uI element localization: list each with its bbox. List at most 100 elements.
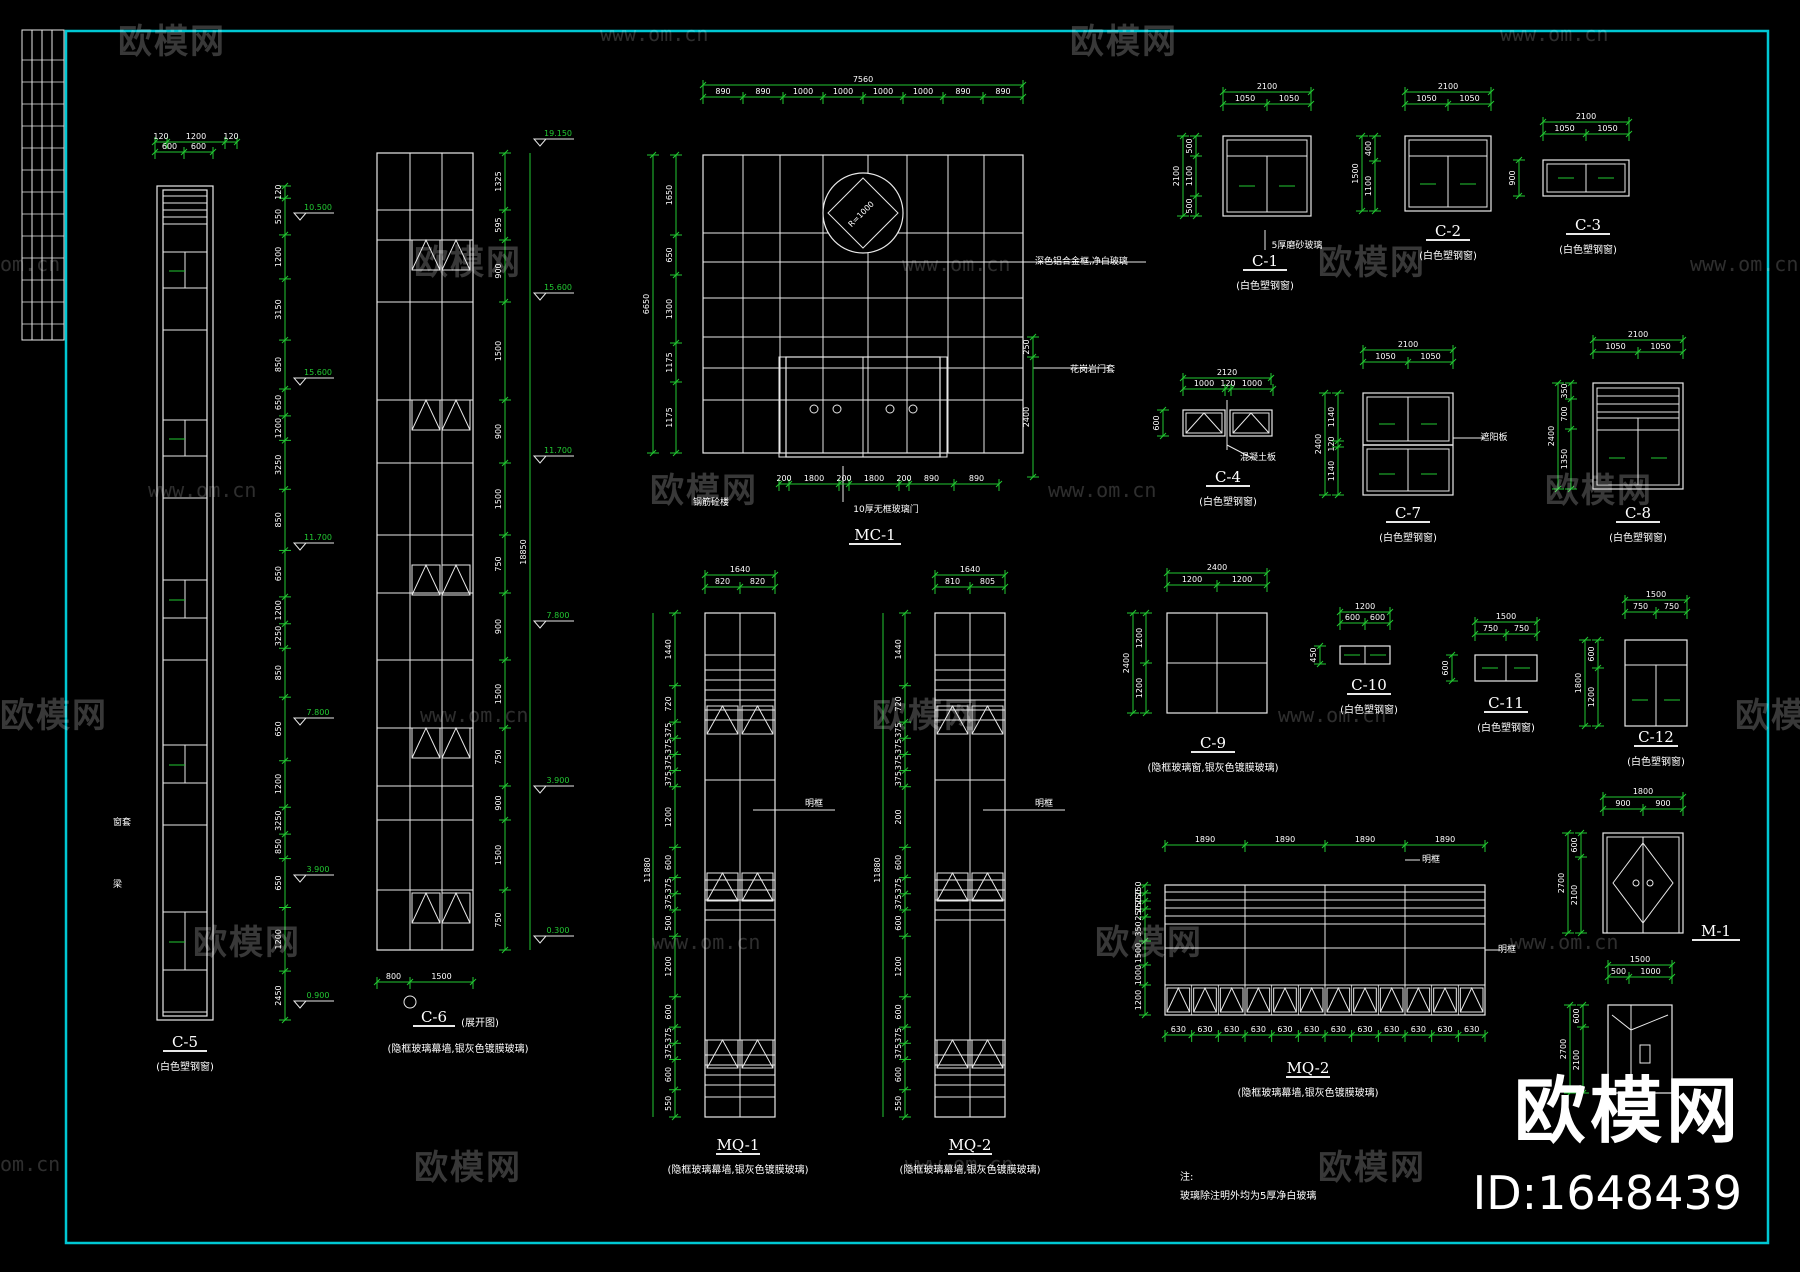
item-subtitle: (白色塑钢窗) xyxy=(1199,495,1257,508)
dimension-text: 3250 xyxy=(274,626,283,646)
dimension-text: 1000 xyxy=(913,87,933,96)
dimension-text: 1200 xyxy=(1355,602,1375,611)
dimension-text: 650 xyxy=(274,395,283,410)
dimension-text: 18850 xyxy=(519,539,528,564)
dimension-text: 375 xyxy=(894,878,903,893)
item-title: C-4 xyxy=(1215,468,1241,486)
dimension-text: 600 xyxy=(1441,660,1450,675)
dimension-text: 2700 xyxy=(1557,873,1566,893)
dimension-text: 120 xyxy=(274,184,283,199)
dimension-text: 800 xyxy=(386,972,401,981)
dimension-text: 1050 xyxy=(1650,342,1670,351)
item-subtitle: (白色塑钢窗) xyxy=(1340,703,1398,716)
dimension-text: 375 xyxy=(894,723,903,738)
dimension-text: 1000 xyxy=(873,87,893,96)
door-handle xyxy=(809,404,819,414)
dimension-text: 375 xyxy=(664,1044,673,1059)
drawing-rect xyxy=(1273,987,1297,1013)
dimension-layer xyxy=(151,80,1691,1121)
dimension-text: 2450 xyxy=(274,985,283,1005)
level-text: 19.150 xyxy=(544,129,572,138)
item-subtitle: (隐框玻璃幕墙,银灰色镀膜玻璃) xyxy=(668,1163,809,1176)
item-subtitle: (白色塑钢窗) xyxy=(1419,249,1477,262)
drawing-rect xyxy=(411,564,441,596)
dimension-text: 750 xyxy=(1483,624,1498,633)
level-text: 15.600 xyxy=(304,368,332,377)
annotation: 明框 xyxy=(805,797,823,809)
dimension-text: 600 xyxy=(894,855,903,870)
dimension-text: 1175 xyxy=(665,407,674,427)
dimension-text: 600 xyxy=(664,1067,673,1082)
dimension-text: 250 xyxy=(1134,889,1143,904)
dimension-text: 630 xyxy=(1437,1025,1452,1034)
dimension-text: 600 xyxy=(162,142,177,151)
dimension-text: 2100 xyxy=(1570,885,1579,905)
dimension-text: 1800 xyxy=(864,474,884,483)
drawing-rect xyxy=(1185,412,1223,434)
axis-bubble xyxy=(403,995,417,1009)
drawing-rect xyxy=(1326,987,1351,1013)
level-text: 7.800 xyxy=(307,708,330,717)
dimension-text: 850 xyxy=(274,512,283,527)
dimension-text: 650 xyxy=(274,875,283,890)
dimension-text: 1890 xyxy=(1355,835,1375,844)
dimension-text: 1200 xyxy=(1182,575,1202,584)
dimension-text: 600 xyxy=(664,1004,673,1019)
item-subtitle: (白色塑钢窗) xyxy=(1379,531,1437,544)
dimension-text: 750 xyxy=(494,912,503,927)
door-glazing xyxy=(1611,1014,1669,1031)
dimension-text: 500 xyxy=(1185,198,1194,213)
drawing-rect xyxy=(741,705,774,735)
watermark-logo: 欧模网 xyxy=(1318,243,1426,283)
dimension-text: 900 xyxy=(1655,799,1670,808)
dimension-text: 1500 xyxy=(494,341,503,361)
watermark-logo: 欧模网 xyxy=(0,696,108,736)
level-text: 10.500 xyxy=(304,203,332,212)
dimension-text: 600 xyxy=(664,855,673,870)
item-subtitle: (白色塑钢窗) xyxy=(156,1060,214,1073)
item-title: C-12 xyxy=(1638,728,1674,746)
dimension-text: 375 xyxy=(664,723,673,738)
dimension-text: 375 xyxy=(894,739,903,754)
dimension-text: 1100 xyxy=(1185,166,1194,186)
dimension-text: 1500 xyxy=(1134,943,1143,963)
dimension-text: 700 xyxy=(1560,406,1569,421)
dimension-text: 1140 xyxy=(1327,407,1336,427)
dimension-text: 250 xyxy=(1134,881,1143,896)
dimension-text: 1200 xyxy=(1135,678,1144,698)
dimension-text: 600 xyxy=(1370,613,1385,622)
dimension-text: 630 xyxy=(1277,1025,1292,1034)
annotation: 钢筋砼楼 xyxy=(693,496,729,508)
dimension-text: 630 xyxy=(1357,1025,1372,1034)
drawing-rect xyxy=(441,727,471,759)
level-text: 0.900 xyxy=(307,991,330,1000)
level-text: 3.900 xyxy=(307,865,330,874)
item-subtitle: (隐框玻璃幕墙,银灰色镀膜玻璃) xyxy=(388,1042,529,1055)
dimension-text: 200 xyxy=(776,474,791,483)
drawing-rect xyxy=(441,564,471,596)
dimension-text: 2100 xyxy=(1172,166,1181,186)
watermark-logo: 欧模网 xyxy=(1095,923,1203,963)
dimension-text: 630 xyxy=(1411,1025,1426,1034)
dimension-text: 890 xyxy=(969,474,984,483)
dimension-text: 1890 xyxy=(1275,835,1295,844)
drawing-rect xyxy=(441,239,471,271)
dimension-text: 500 xyxy=(1611,967,1626,976)
dimension-text: 600 xyxy=(1587,646,1596,661)
dimension-text: 250 xyxy=(1022,339,1031,354)
dimension-text: 1175 xyxy=(665,352,674,372)
dimension-text: 1050 xyxy=(1459,94,1479,103)
level-text: 3.900 xyxy=(547,776,570,785)
watermark-logo: 欧模网 xyxy=(650,471,758,511)
item-title: MQ-2 xyxy=(1287,1059,1330,1077)
dimension-text: 2400 xyxy=(1022,407,1031,427)
drawing-rect xyxy=(936,705,969,735)
dimension-text: 1050 xyxy=(1416,94,1436,103)
dimension-text: 1200 xyxy=(1587,687,1596,707)
dimension-text: 1500 xyxy=(494,845,503,865)
dimension-text: 1200 xyxy=(274,247,283,267)
item-title: C-5 xyxy=(172,1033,198,1051)
dimension-text: 900 xyxy=(494,263,503,278)
dimension-text: 650 xyxy=(274,721,283,736)
item-title: C-2 xyxy=(1435,222,1461,240)
